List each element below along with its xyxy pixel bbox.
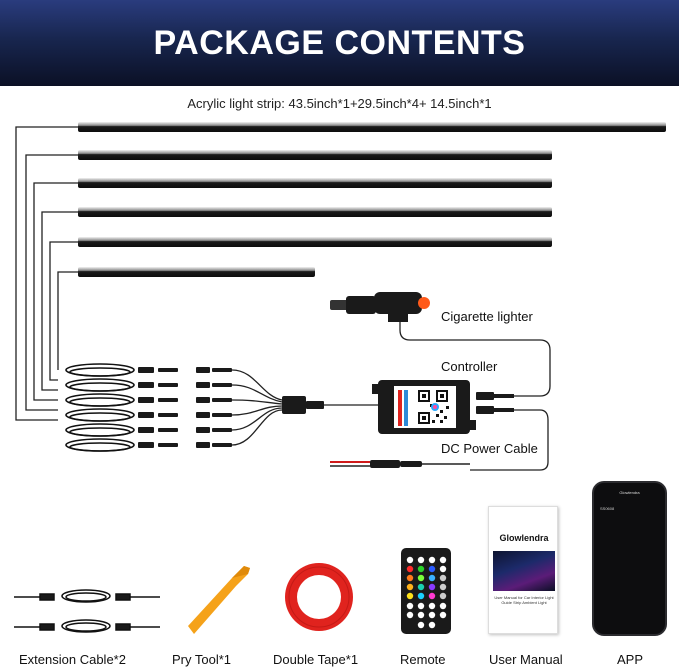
strip-cables: [15, 126, 80, 421]
controller: [372, 380, 476, 434]
banner: PACKAGE CONTENTS: [0, 0, 679, 86]
coiled-cables: [65, 363, 135, 452]
light-strip-4: [78, 207, 552, 217]
double-tape: [285, 563, 353, 631]
manual-photo: [493, 551, 555, 591]
remote-label: Remote: [400, 652, 446, 667]
app-label: APP: [617, 652, 644, 667]
light-strip-5: [78, 237, 552, 247]
phone-app: Glowlendra SS0608: [592, 481, 667, 636]
manual-text: User Manual for Car Interior Light Guide…: [494, 595, 554, 605]
pry-tool: [188, 566, 250, 634]
light-strip-2: [78, 150, 552, 160]
light-strip-3: [78, 178, 552, 188]
extension-cable-label: Extension Cable*2: [19, 652, 126, 667]
cigarette-lighter: [330, 292, 430, 322]
qr-code-icon: [418, 390, 449, 424]
splitter-hub: [282, 396, 306, 414]
light-strip-6: [78, 267, 315, 277]
dc-power-cable: [330, 460, 470, 468]
remote: [401, 548, 451, 634]
light-strip-1: [78, 122, 666, 132]
cigarette-lighter-label: Cigarette lighter: [441, 309, 533, 324]
remote-buttons: [406, 556, 447, 629]
phone-device: SS0608: [600, 506, 615, 511]
manual-brand: Glowlendra: [499, 533, 549, 543]
controller-label: Controller: [441, 359, 498, 374]
user-manual-label: User Manual: [489, 652, 563, 667]
strip-caption: Acrylic light strip: 43.5inch*1+29.5inch…: [187, 96, 492, 111]
extension-cables: [14, 589, 160, 633]
connectors: [138, 367, 232, 448]
banner-title: PACKAGE CONTENTS: [153, 23, 526, 62]
phone-header: Glowlendra: [619, 490, 640, 495]
dc-power-cable-label: DC Power Cable: [441, 441, 538, 456]
user-manual: Glowlendra User Manual for Car Interior …: [488, 506, 558, 634]
splitter-wires: [231, 369, 283, 446]
double-tape-label: Double Tape*1: [273, 652, 359, 667]
dc-plugs: [476, 392, 514, 414]
acrylic-strips: [78, 122, 666, 277]
pry-tool-label: Pry Tool*1: [172, 652, 232, 667]
